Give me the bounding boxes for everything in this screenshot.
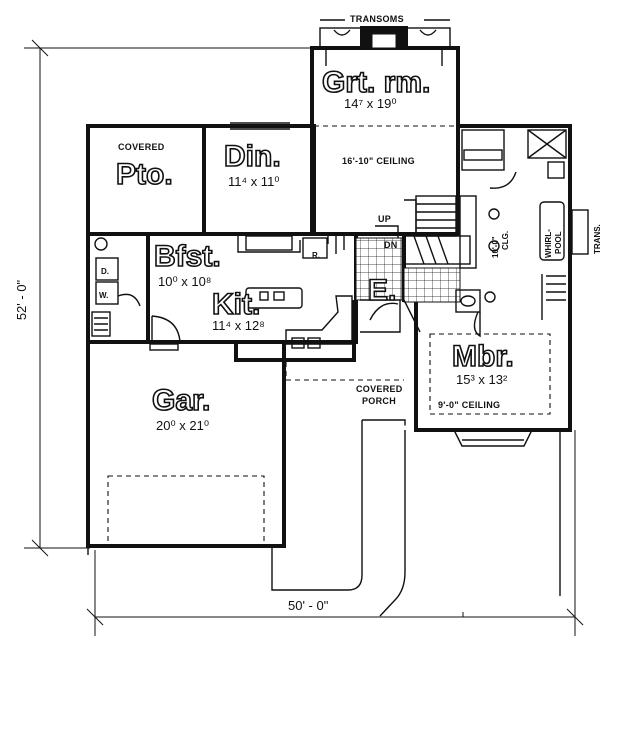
dining-size: 11⁴ x 11⁰ <box>228 174 280 189</box>
driveway-lines <box>87 419 561 617</box>
garage-size: 20⁰ x 21⁰ <box>156 418 209 433</box>
transom-window-label: TRANS. <box>593 224 602 254</box>
master-bedroom-name: Mbr. <box>452 340 514 373</box>
room-labels: Grt. rm. 14⁷ x 19⁰ 16'-10" CEILING Din. … <box>115 65 514 433</box>
entry-name: E. <box>368 274 396 307</box>
overall-depth: 52' - 0" <box>14 279 29 320</box>
dimension-labels: 52' - 0" 50' - 0" <box>14 279 329 613</box>
exterior-walls <box>86 46 572 548</box>
patio-cover: COVERED <box>118 142 165 152</box>
dryer-label: D. <box>101 267 109 276</box>
great-room-ceiling-note: 16'-10" CEILING <box>342 156 415 166</box>
breakfast-name: Bfst. <box>154 240 221 273</box>
overall-width: 50' - 0" <box>288 598 329 613</box>
refrigerator-label: R. <box>312 251 320 260</box>
ceiling-height-line-2: CLG. <box>501 231 510 250</box>
whirlpool-line-1: WHIRL- <box>544 229 553 258</box>
washer-label: W. <box>99 291 108 300</box>
garage-name: Gar. <box>152 384 210 417</box>
patio-name: Pto. <box>116 158 173 191</box>
porch-line-1: COVERED <box>356 384 403 394</box>
transoms-label: TRANSOMS <box>350 14 404 24</box>
dimension-lines <box>24 39 584 636</box>
master-bedroom-size: 15³ x 13² <box>456 372 508 387</box>
stairs-up-label: UP <box>378 214 391 224</box>
great-room-size: 14⁷ x 19⁰ <box>344 96 397 111</box>
ceiling-height-line-1: 10'-0" <box>491 236 500 258</box>
dining-name: Din. <box>224 140 281 173</box>
interior-details <box>91 19 589 547</box>
annotation-labels: TRANSOMS UP DN R. W. D. 10'-0" CLG. WHIR… <box>99 14 602 300</box>
stairs-down-label: DN <box>384 240 398 250</box>
great-room-name: Grt. rm. <box>322 66 430 99</box>
master-ceiling-note: 9'-0" CEILING <box>438 400 500 410</box>
kitchen-size: 11⁴ x 12⁸ <box>212 318 265 333</box>
porch-line-2: PORCH <box>362 396 396 406</box>
breakfast-size: 10⁰ x 10⁸ <box>158 274 211 289</box>
kitchen-name: Kit. <box>212 288 260 321</box>
whirlpool-line-2: POOL <box>554 231 563 254</box>
